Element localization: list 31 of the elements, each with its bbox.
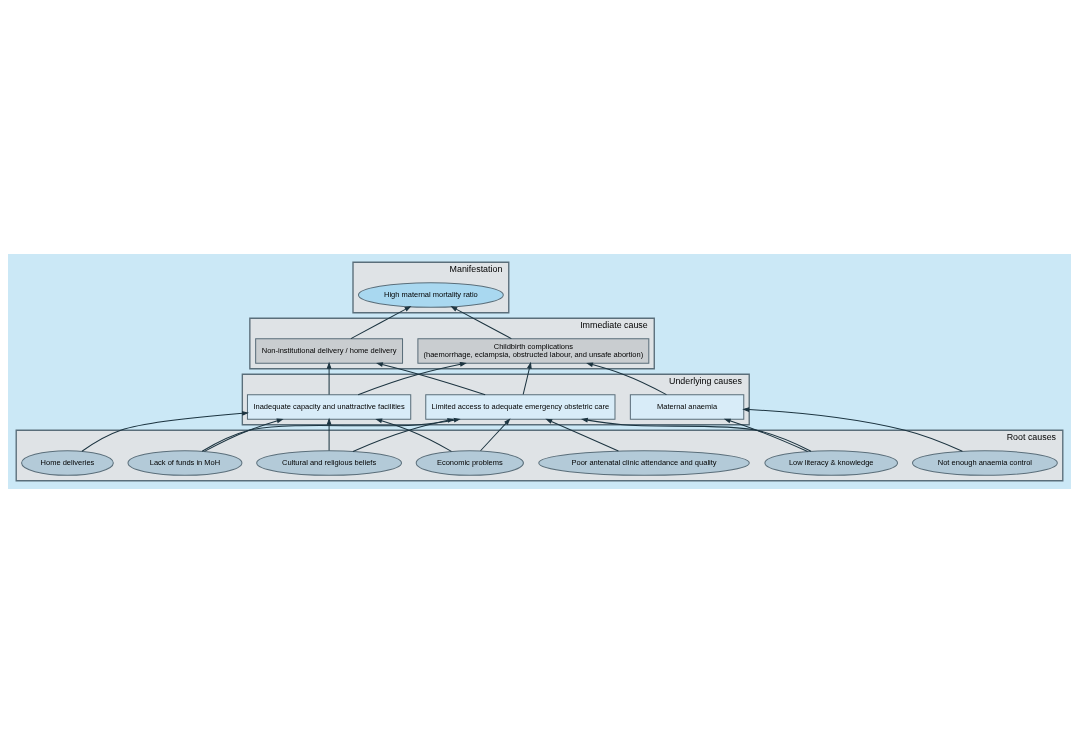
arrow <box>326 361 332 395</box>
node-ellipse: Low literacy & knowledge <box>764 449 898 476</box>
arrow <box>742 406 963 452</box>
arrow <box>350 305 412 339</box>
node-box: Maternal anaemia <box>629 393 745 420</box>
node-box: Inadequate capacity and unattractive facilities <box>246 393 412 420</box>
arrow <box>545 418 619 452</box>
arrow <box>522 361 532 395</box>
arrow <box>203 418 284 452</box>
arrow <box>326 417 332 451</box>
arrow <box>357 361 467 395</box>
arrow <box>581 417 812 452</box>
node-ellipse: High maternal mortality ratio <box>357 281 504 308</box>
node-box: Non-institutional delivery / home delivery <box>255 337 404 364</box>
node-box: Childbirth complications (haemorrhage, eclampsia, obstructed labour, and unsafe abortion) <box>417 337 650 364</box>
arrow <box>480 417 511 451</box>
node-ellipse: Not enough anaemia control <box>912 449 1058 476</box>
arrow <box>586 361 667 395</box>
arrow <box>450 305 512 339</box>
node-ellipse: Lack of funds in MoH <box>127 449 243 476</box>
arrow <box>352 417 455 452</box>
node-ellipse: Home deliveries <box>21 449 114 476</box>
arrow <box>723 418 809 452</box>
arrow <box>201 417 461 452</box>
arrow <box>376 361 486 395</box>
node-box: Limited access to adequate emergency obstetric care <box>425 393 616 420</box>
arrow <box>81 410 249 452</box>
arrow <box>375 418 452 452</box>
node-ellipse: Economic problems <box>415 449 524 476</box>
node-ellipse: Cultural and religious beliefs <box>256 449 402 476</box>
node-ellipse: Poor antenatal clinic attendance and quality <box>538 449 750 476</box>
